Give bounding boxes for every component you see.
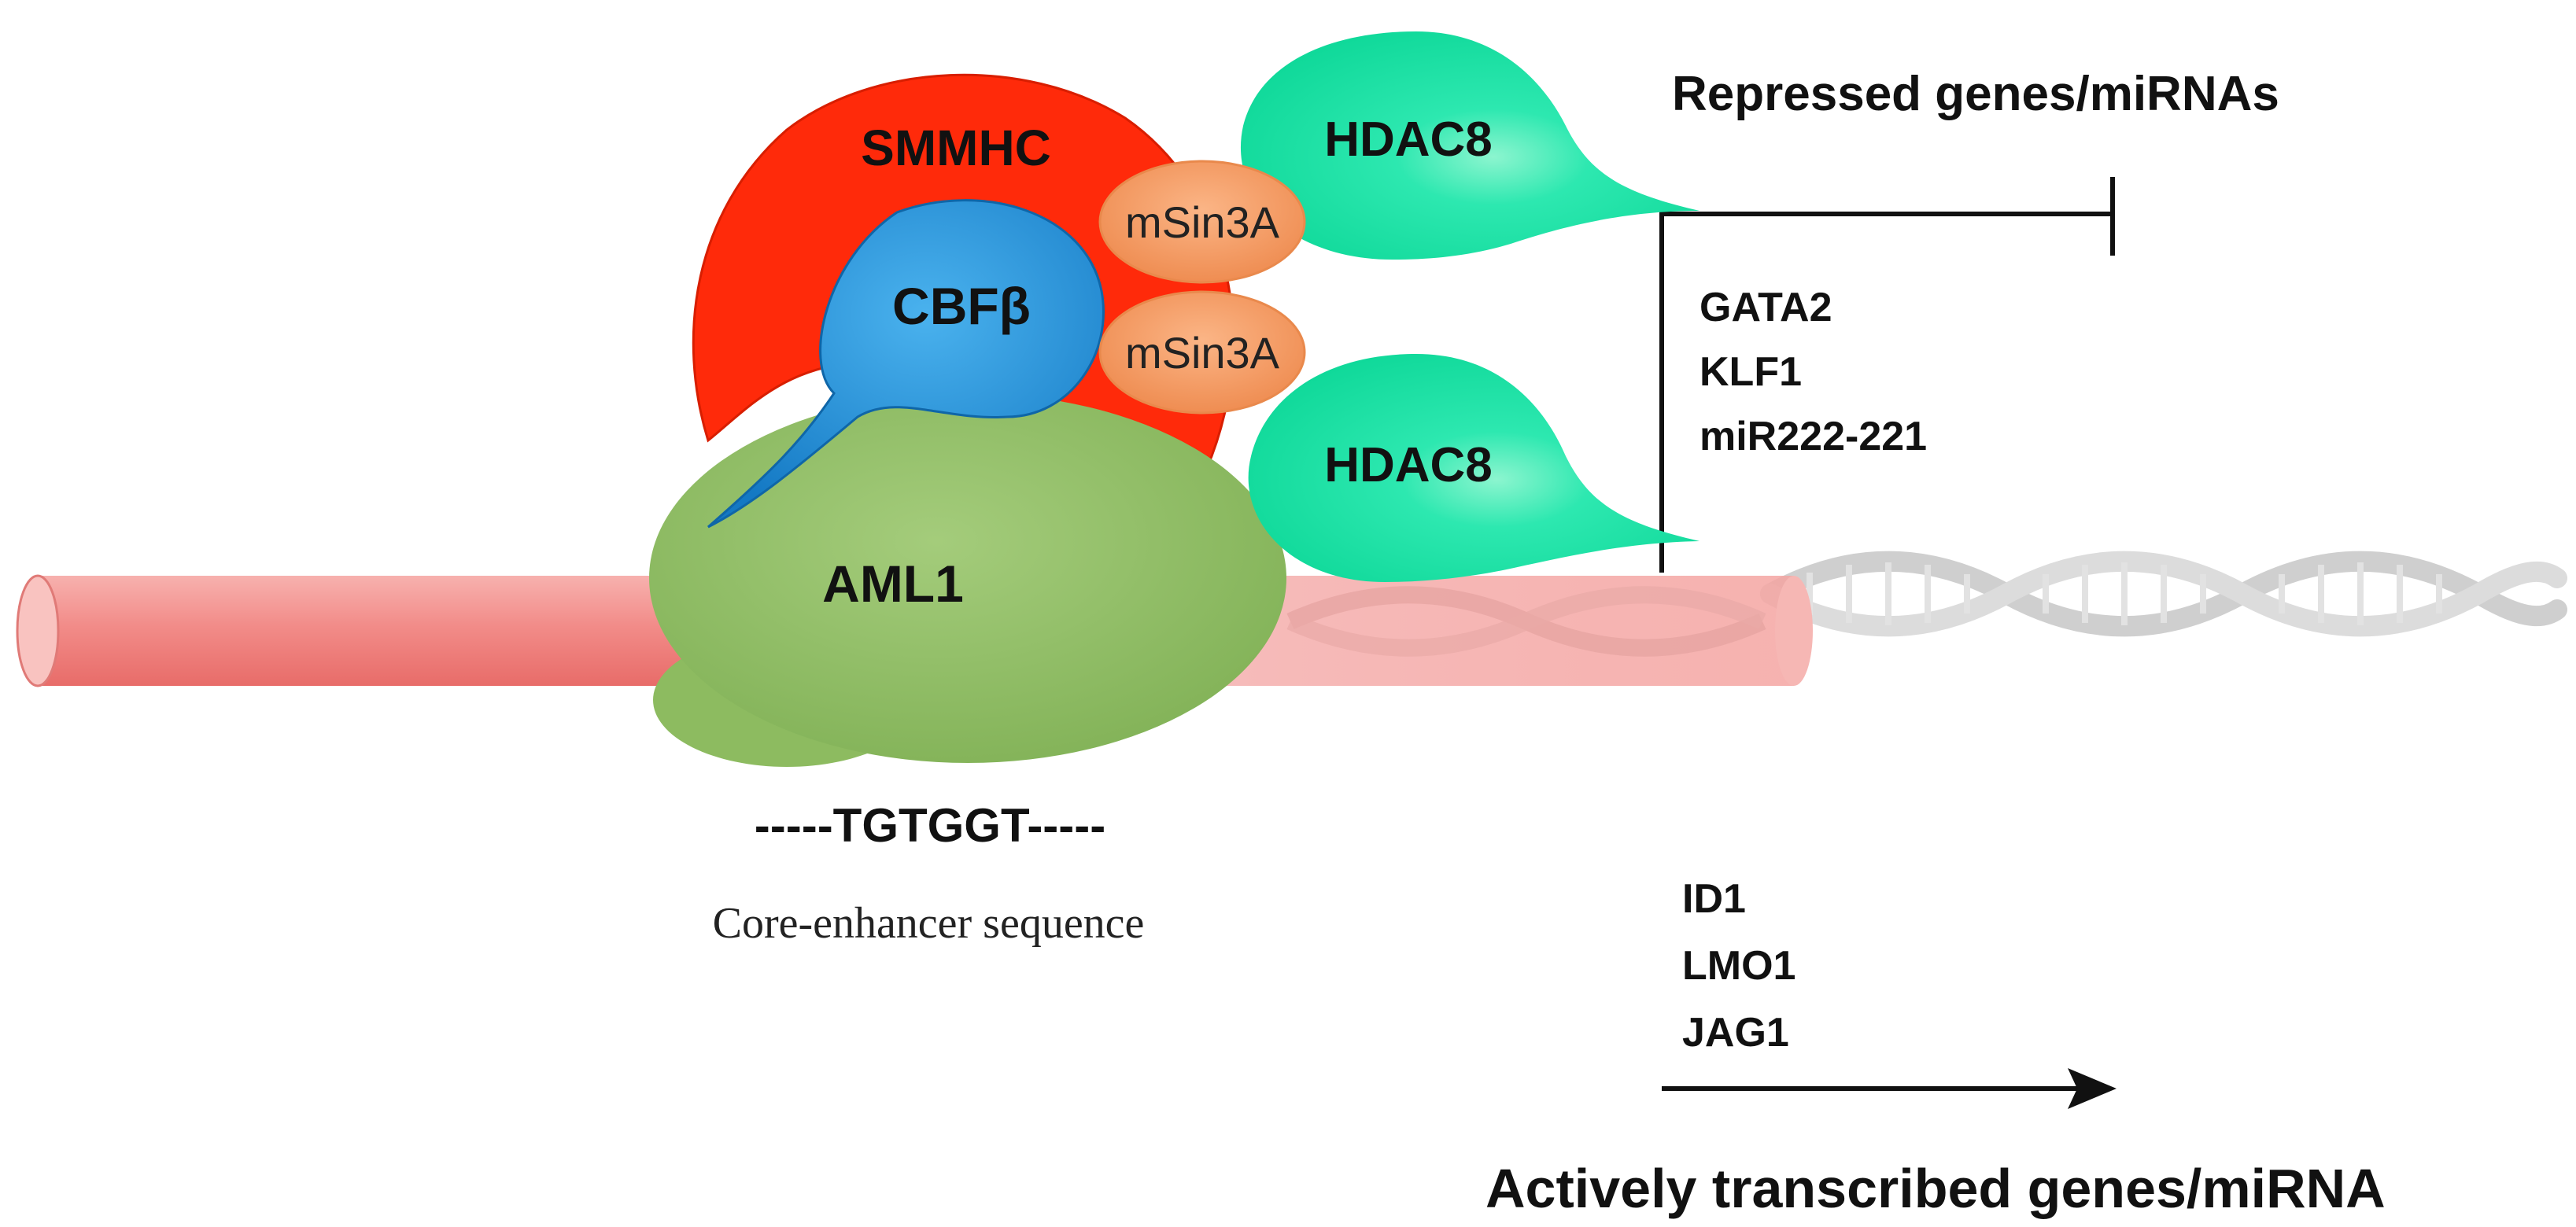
- core-sequence-caption: Core-enhancer sequence: [713, 899, 1145, 948]
- active-gene-2: LMO1: [1682, 943, 1795, 989]
- cbfb-label: CBFβ: [892, 277, 1031, 335]
- repressed-title: Repressed genes/miRNAs: [1672, 67, 2279, 121]
- repressed-gene-3: miR222-221: [1699, 414, 1927, 459]
- active-title: Actively transcribed genes/miRNA: [1485, 1158, 2386, 1219]
- aml1-protein: [649, 393, 1286, 767]
- aml1-label: AML1: [822, 555, 964, 613]
- smmhc-label: SMMHC: [861, 120, 1051, 176]
- cbfb-protein: [707, 199, 1105, 529]
- hdac8-top-protein: [1240, 31, 1699, 260]
- hdac8-bottom-label: HDAC8: [1324, 438, 1493, 492]
- msin3a-top-label: mSin3A: [1125, 197, 1280, 247]
- core-sequence: -----TGTGGT-----: [755, 799, 1105, 852]
- hdac8-top-label: HDAC8: [1324, 112, 1493, 167]
- hdac8-bottom-protein: [1248, 354, 1699, 582]
- msin3a-top-protein: [1098, 160, 1306, 284]
- repression-arrow: [1659, 177, 2115, 573]
- msin3a-bottom-protein: [1098, 290, 1306, 415]
- activation-arrow: [1662, 1068, 2117, 1109]
- repressed-gene-1: GATA2: [1699, 285, 1832, 330]
- active-gene-1: ID1: [1682, 876, 1746, 922]
- dna-double-helix: [1760, 551, 2567, 637]
- active-gene-3: JAG1: [1682, 1010, 1789, 1056]
- msin3a-bottom-label: mSin3A: [1125, 328, 1280, 378]
- repressed-gene-2: KLF1: [1699, 349, 1802, 395]
